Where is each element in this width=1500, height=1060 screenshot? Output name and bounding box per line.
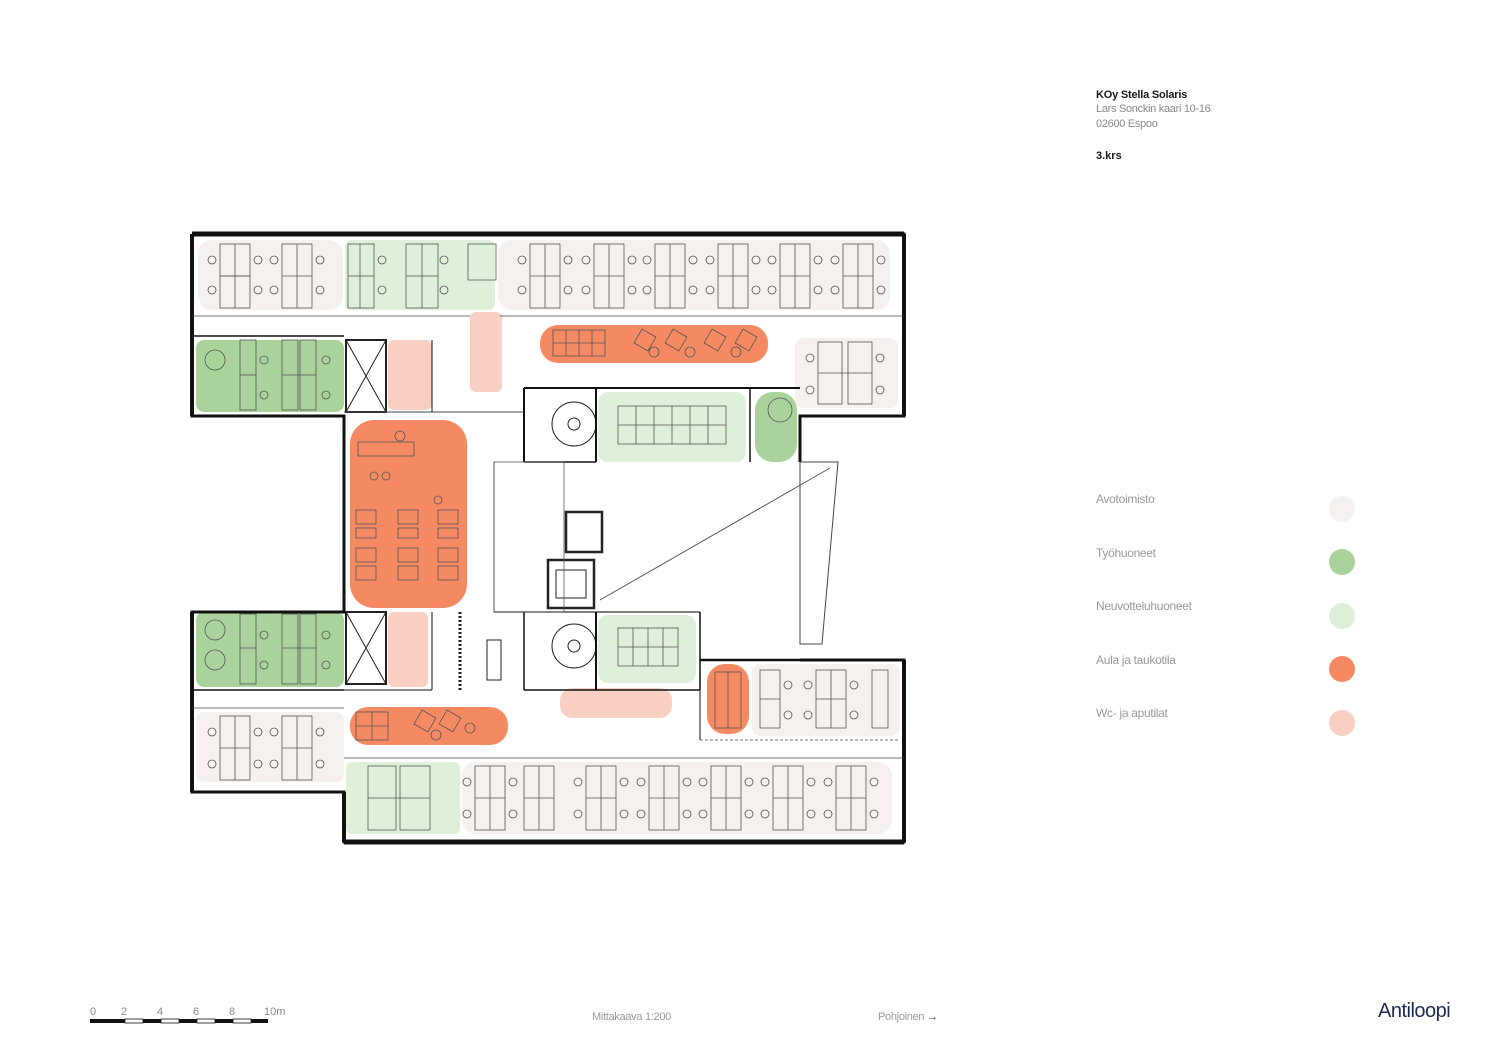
legend-label-neuvotteluhuoneet: Neuvotteluhuoneet bbox=[1096, 599, 1192, 613]
lounge-main-tables bbox=[355, 430, 459, 581]
zone-aula-top-strip bbox=[540, 325, 768, 363]
zone-tyohuoneet-left-bottom bbox=[196, 612, 344, 687]
zone-tyohuoneet-right bbox=[755, 392, 797, 462]
zone-aula-bottom-strip bbox=[350, 707, 508, 745]
north-indicator: Pohjoinen → bbox=[878, 1011, 938, 1023]
zone-avotoimisto-right-bottom bbox=[752, 664, 900, 736]
shaft-center bbox=[564, 510, 604, 554]
meeting-table-top bbox=[617, 397, 793, 445]
zone-avotoimisto-bottom-left bbox=[196, 712, 344, 782]
zone-wc-bottom-a bbox=[388, 612, 428, 687]
zone-wc-bottom-b bbox=[560, 688, 672, 718]
scale-label-4: 4 bbox=[157, 1006, 164, 1018]
legend-swatch-tyohuoneet bbox=[1329, 549, 1355, 575]
scale-label-0: 0 bbox=[90, 1006, 97, 1018]
building-name: KOy Stella Solaris bbox=[1096, 89, 1188, 101]
desk-group-bottom bbox=[367, 765, 879, 831]
desk-group-top bbox=[207, 243, 886, 309]
scale-label-6: 6 bbox=[193, 1006, 200, 1018]
scale-text: Mittakaava 1:200 bbox=[592, 1011, 671, 1023]
desk-group-bottom-left bbox=[207, 715, 325, 781]
lounge-bottom-strip-tables bbox=[355, 709, 476, 741]
zone-avotoimisto-top-left bbox=[198, 240, 343, 310]
zone-avotoimisto-top-right bbox=[498, 240, 890, 310]
north-label: Pohjoinen bbox=[878, 1011, 925, 1023]
scale-label-8: 8 bbox=[229, 1006, 236, 1018]
zone-wc-top-b bbox=[470, 312, 502, 392]
zone-wc-top-a bbox=[388, 340, 432, 410]
atrium-outline bbox=[799, 461, 839, 645]
zone-neuvottelu-middle-bottom bbox=[598, 615, 696, 683]
floor-number: 3.krs bbox=[1096, 150, 1122, 162]
lift-core-center bbox=[546, 558, 596, 610]
legend-swatch-neuvotteluhuoneet bbox=[1329, 603, 1355, 629]
spiral-stair-top bbox=[551, 401, 597, 447]
legend-label-wc: Wc- ja aputilat bbox=[1096, 706, 1168, 720]
legend-label-aula: Aula ja taukotila bbox=[1096, 653, 1176, 667]
legend-label-tyohuoneet: Työhuoneet bbox=[1096, 546, 1156, 560]
desk-group-left-top bbox=[204, 339, 331, 411]
desk-group-left-bottom bbox=[204, 613, 331, 685]
street-address: Lars Sonckin kaari 10-16 bbox=[1096, 103, 1211, 115]
lift-shaft-bottom bbox=[345, 611, 387, 685]
zone-tyohuoneet-left-top bbox=[196, 340, 344, 412]
scale-label-2: 2 bbox=[121, 1006, 128, 1018]
lounge-top-tables bbox=[552, 328, 758, 358]
legend-swatch-aula bbox=[1329, 656, 1355, 682]
zone-neuvottelu-top bbox=[345, 240, 495, 310]
legend-label-avotoimisto: Avotoimisto bbox=[1096, 492, 1155, 506]
spiral-stair-bottom bbox=[551, 623, 597, 669]
brand-logo: Antiloopi bbox=[1378, 1000, 1451, 1022]
scale-bar bbox=[90, 1018, 268, 1024]
meeting-table-bottom bbox=[617, 627, 679, 667]
desk-group-right-top bbox=[805, 341, 885, 405]
legend-swatch-wc bbox=[1329, 710, 1355, 736]
desk-group-right-bottom bbox=[759, 669, 889, 729]
arrow-right-icon: → bbox=[927, 1011, 938, 1023]
scale-label-10m: 10m bbox=[264, 1006, 286, 1018]
legend-swatch-avotoimisto bbox=[1329, 496, 1355, 522]
lounge-bottom-small-table bbox=[714, 671, 742, 729]
city-address: 02600 Espoo bbox=[1096, 118, 1158, 130]
